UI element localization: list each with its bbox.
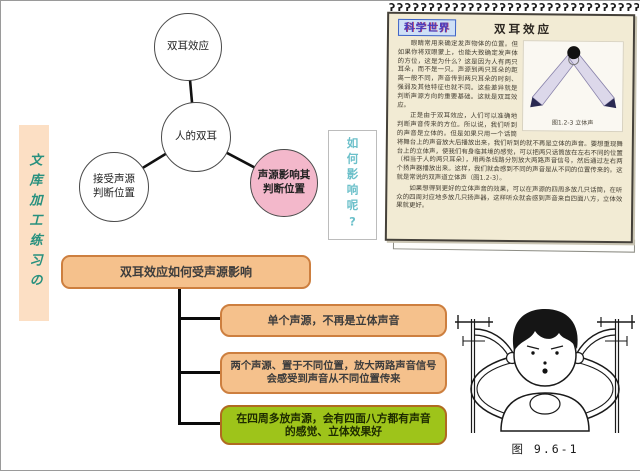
- stereo-figure: 图1.2-3 立体声: [521, 40, 624, 132]
- flow-root-label: 双耳效应如何受声源影响: [119, 264, 252, 279]
- node-label-line2: 判断位置: [263, 183, 305, 195]
- node-label-line1: 声源影响其: [257, 169, 311, 182]
- watermark-text: 文库加工练习の: [26, 153, 42, 293]
- mindmap-node-source-affects: 声源影响其 判断位置: [250, 149, 318, 217]
- question-text: 如何影响呢?: [345, 137, 360, 233]
- node-label: 双耳效应: [167, 40, 209, 53]
- experiment-figure-caption: 图 9.6-1: [511, 442, 578, 456]
- notebook-page: 科学世界 双耳效应 图1.2-3 立体声 眼睛常用来确定发声物体的位置。但如果你…: [384, 11, 636, 244]
- science-world-badge: 科学世界: [397, 18, 457, 37]
- stereo-v-illustration: [529, 46, 616, 109]
- flow-box-surround-sources: 在四周多放声源，会有四面八方都有声音 的感觉、立体效果好: [220, 405, 447, 445]
- tree-branch-line-3: [178, 422, 221, 425]
- flow-box-single-source: 单个声源，不再是立体声音: [220, 304, 447, 337]
- node-label: 人的双耳: [175, 130, 217, 143]
- tree-branch-line-1: [178, 317, 221, 320]
- question-box: 如何影响呢?: [328, 130, 377, 240]
- notebook-title: 双耳效应: [493, 21, 553, 36]
- tree-trunk-line: [178, 289, 181, 425]
- notebook-spiral-binding: ʔʔʔʔʔʔʔʔʔʔʔʔʔʔʔʔʔʔʔʔʔʔʔʔʔʔʔʔʔʔʔʔʔ: [389, 1, 639, 14]
- notebook-body: 图1.2-3 立体声 眼睛常用来确定发声物体的位置。但如果你将双眼蒙上，也能大致…: [396, 39, 624, 212]
- flow-box-two-sources: 两个声源、置于不同位置，放大两路声音信号 会感受到声音从不同位置传来: [220, 352, 447, 394]
- mindmap-node-binaural-effect: 双耳效应: [154, 13, 222, 81]
- mindmap-node-human-ears: 人的双耳: [161, 102, 231, 172]
- flow-box-line: 会感受到声音从不同位置传来: [266, 373, 401, 385]
- watermark-bar: 文库加工练习の: [19, 125, 49, 321]
- notebook-header: 科学世界 双耳效应: [397, 18, 624, 38]
- flow-box-line: 的感觉、立体效果好: [284, 425, 383, 438]
- mindmap-node-receive-source: 接受声源 判断位置: [79, 152, 149, 222]
- binaural-experiment-illustration: 图 9.6-1: [455, 309, 635, 456]
- node-label-line1: 接受声源: [93, 173, 135, 186]
- flow-box-line: 单个声源，不再是立体声音: [267, 313, 400, 327]
- node-label-line2: 判断位置: [93, 187, 135, 199]
- tree-branch-line-2: [178, 371, 221, 374]
- notebook-paragraph-3: 如果想得到更好的立体声音的效果，可以在声源的四周多放几只话筒，在听众的四周对应地…: [396, 183, 623, 210]
- flow-box-line: 两个声源、置于不同位置，放大两路声音信号: [230, 360, 437, 373]
- stereo-figure-caption: 图1.2-3 立体声: [551, 119, 594, 127]
- flow-root-box: 双耳效应如何受声源影响: [61, 255, 311, 289]
- flow-box-line: 在四周多放声源，会有四面八方都有声音: [236, 411, 431, 425]
